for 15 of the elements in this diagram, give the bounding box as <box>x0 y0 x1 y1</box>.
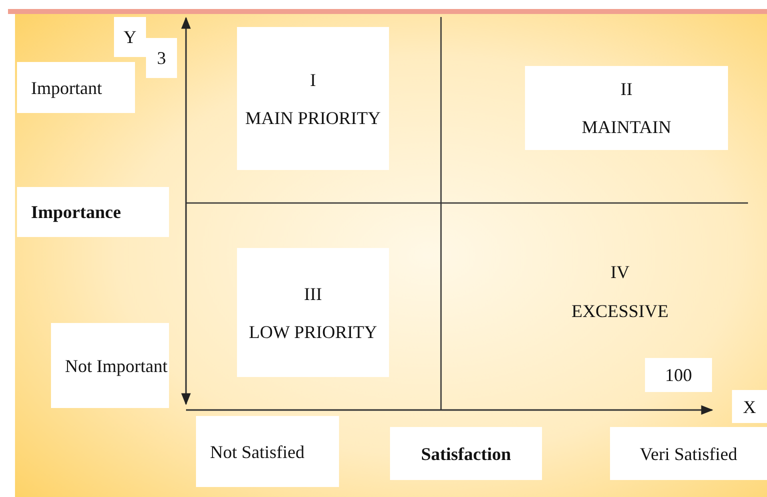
quadrant-label: I MAIN PRIORITY <box>237 27 389 170</box>
axis-label: X <box>732 390 767 423</box>
axis-title: Importance <box>17 187 169 237</box>
axis-value: 100 <box>645 358 712 392</box>
axis-label: Important <box>17 62 135 113</box>
axis-label: Y <box>114 17 146 57</box>
axis-title: Satisfaction <box>390 427 542 480</box>
axis-label: Not Satisfied <box>196 416 339 487</box>
axis-label: Not Important <box>51 323 169 408</box>
axis-value: 3 <box>146 38 177 78</box>
quadrant-label: EXCESSIVE <box>570 301 670 322</box>
quadrant-label: II MAINTAIN <box>525 66 728 150</box>
axis-label: Veri Satisfied <box>610 427 767 480</box>
quadrant-label: III LOW PRIORITY <box>237 248 389 377</box>
quadrant-label: IV <box>610 262 630 283</box>
